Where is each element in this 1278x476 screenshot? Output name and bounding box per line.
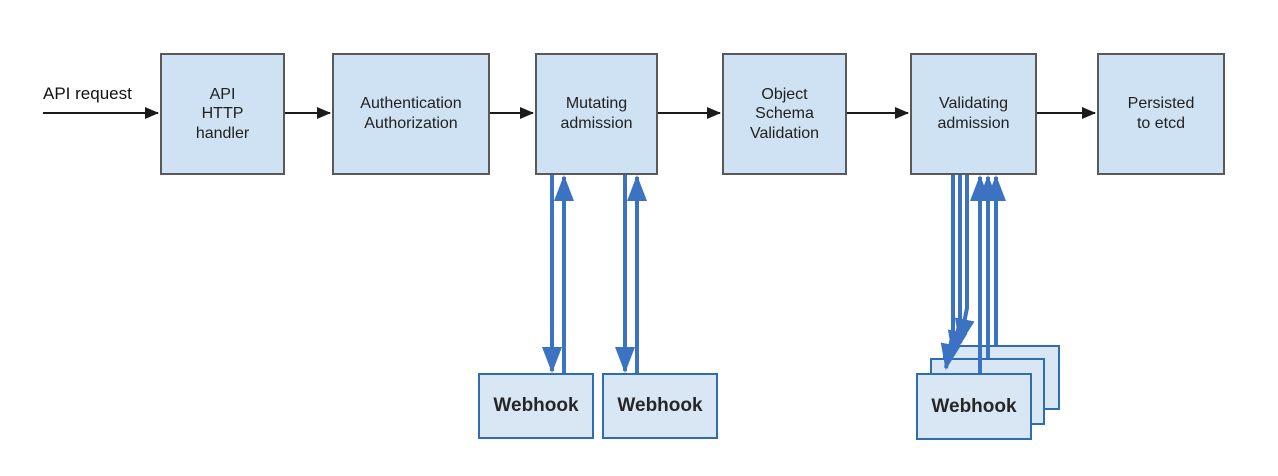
validating-webhook-stack-front: Webhook — [916, 373, 1032, 440]
node-persisted-to-etcd: Persisted to etcd — [1097, 53, 1225, 175]
validating-down-arrow-2 — [947, 175, 968, 357]
validating-down-arrow-3 — [954, 175, 975, 345]
node-object-schema-validation: Object Schema Validation — [722, 53, 847, 175]
node-validating-admission: Validating admission — [910, 53, 1037, 175]
mutating-webhook-1: Webhook — [478, 373, 594, 439]
validating-down-arrow-1 — [940, 175, 961, 370]
node-mutating-admission: Mutating admission — [535, 53, 658, 175]
api-request-label: API request — [43, 84, 132, 103]
validating-webhook-arrows — [940, 175, 1006, 373]
mutating-webhook-arrows — [542, 175, 647, 373]
mutating-webhook-2: Webhook — [602, 373, 718, 439]
node-api-http-handler: API HTTP handler — [160, 53, 285, 175]
node-authentication-authorization: Authentication Authorization — [332, 53, 490, 175]
